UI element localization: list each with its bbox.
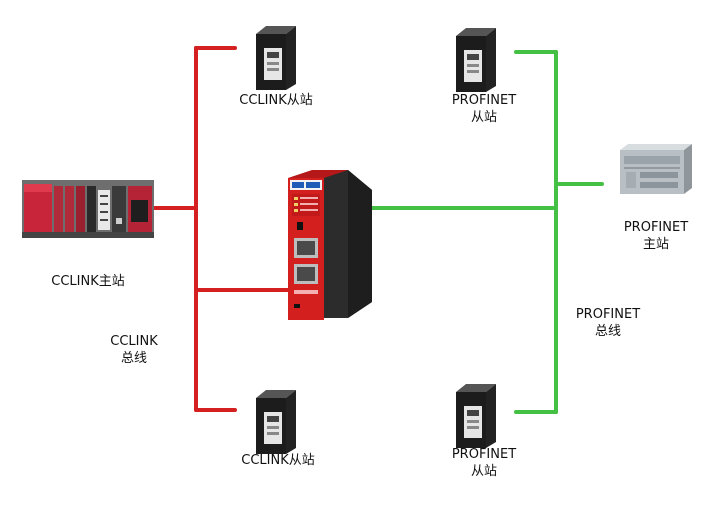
profinet-slave-top-label-line2: 从站	[470, 110, 497, 125]
profinet-bus-label: PROFINET 总线	[560, 306, 656, 340]
cclink-slave-top-label: CCLINK从站	[239, 93, 313, 108]
gateway-device-icon	[288, 170, 372, 320]
profinet-master-label-line2: 主站	[642, 237, 669, 252]
profinet-master-plc-icon	[620, 144, 692, 194]
cclink-slave-bottom-device-icon	[256, 390, 296, 454]
profinet-bus-label-line2: 总线	[594, 324, 621, 339]
profinet-master-label: PROFINET 主站	[608, 219, 704, 253]
profinet-slave-bottom-label-line2: 从站	[470, 464, 497, 479]
cclink-bus-label-line1: CCLINK	[110, 334, 158, 349]
profinet-slave-top-label: PROFINET 从站	[436, 92, 532, 126]
profinet-slave-bottom-label-line1: PROFINET	[451, 447, 517, 462]
cclink-slave-bottom-label: CCLINK从站	[241, 453, 315, 468]
profinet-slave-bottom-label: PROFINET 从站	[436, 446, 532, 480]
profinet-master-label-line1: PROFINET	[623, 220, 689, 235]
cclink-bus-label-line2: 总线	[120, 351, 147, 366]
cclink-master-plc-icon	[22, 180, 154, 238]
profinet-slave-bottom-device-icon	[456, 384, 496, 448]
cclink-slave-top-device-icon	[256, 26, 296, 90]
cclink-bus	[152, 46, 290, 412]
profinet-bus	[366, 50, 604, 414]
profinet-slave-top-device-icon	[456, 28, 496, 92]
profinet-bus-label-line1: PROFINET	[575, 307, 641, 322]
cclink-master-label: CCLINK主站	[51, 274, 125, 289]
profinet-slave-top-label-line1: PROFINET	[451, 93, 517, 108]
cclink-bus-label: CCLINK 总线	[92, 333, 176, 367]
